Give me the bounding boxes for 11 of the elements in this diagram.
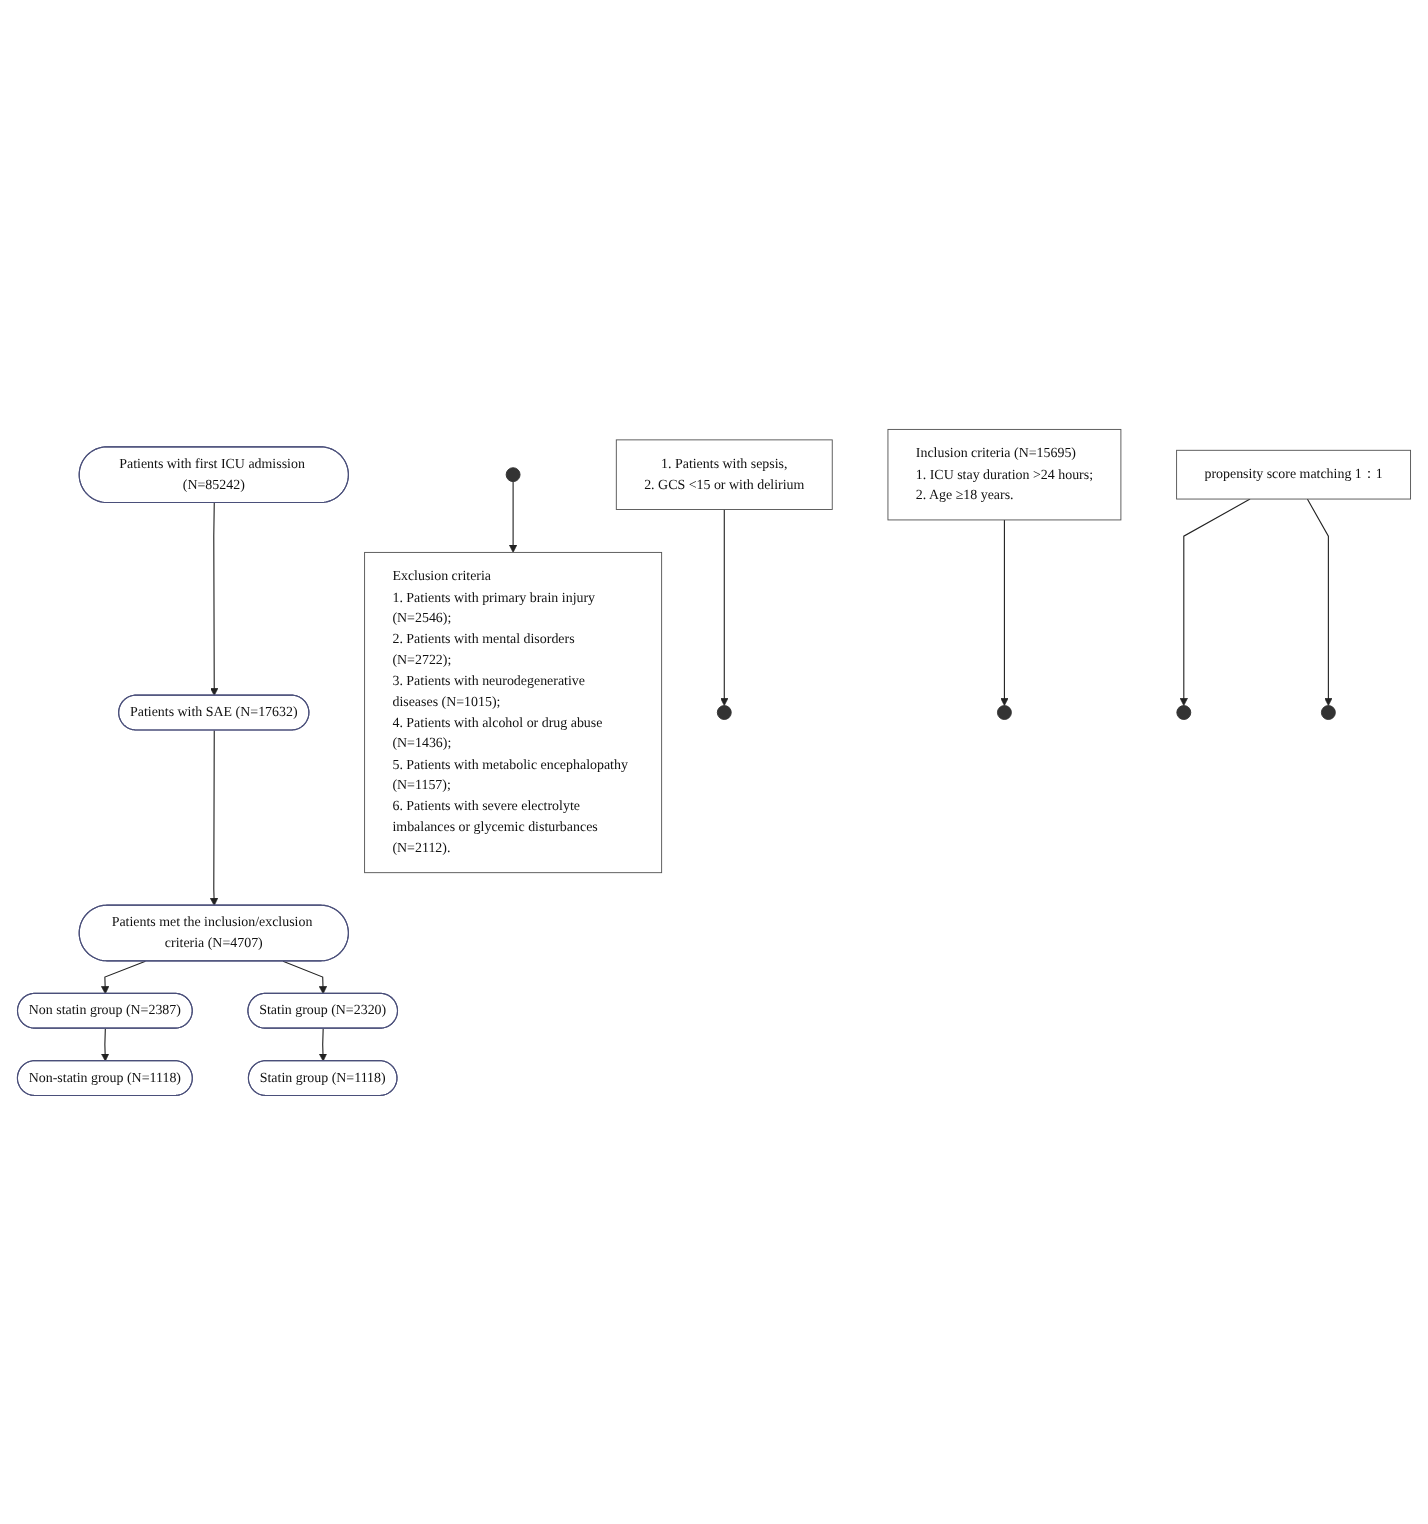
arrow: [1179, 498, 1251, 706]
arrow: [720, 508, 729, 706]
arrow: [509, 480, 518, 553]
arrow: [210, 502, 219, 696]
arrow: [282, 960, 328, 994]
arrow: [209, 729, 219, 906]
arrow: [318, 1027, 328, 1062]
arrow: [101, 1027, 110, 1062]
arrow: [101, 960, 146, 994]
arrow: [1306, 498, 1333, 706]
arrow: [1000, 518, 1009, 706]
